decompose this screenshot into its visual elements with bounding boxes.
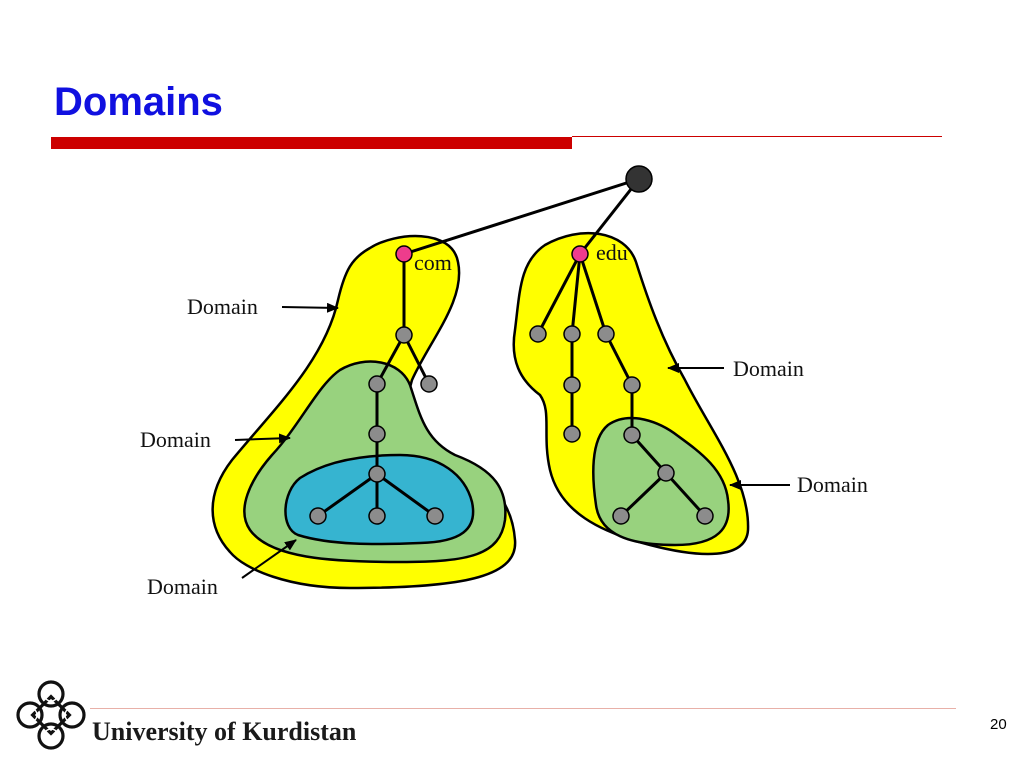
arrow-left-outer	[281, 302, 339, 313]
arrow-left-middle	[234, 433, 291, 444]
tree-node	[368, 465, 386, 483]
tree-node	[563, 325, 581, 343]
tree-node	[623, 426, 641, 444]
tree-node	[529, 325, 547, 343]
slide-title: Domains	[54, 80, 223, 124]
tree-node	[368, 425, 386, 443]
tree-node	[657, 464, 675, 482]
tree-node	[309, 507, 327, 525]
tree-node	[623, 376, 641, 394]
domain-callout-right-inner: Domain	[797, 472, 868, 497]
title-underline-bar	[51, 137, 572, 149]
edu-node	[571, 245, 589, 263]
com-label: com	[414, 250, 452, 275]
footer-organization-name: University of Kurdistan	[92, 717, 357, 746]
footer-divider	[90, 708, 956, 709]
domain-callout-right-outer: Domain	[733, 356, 804, 381]
tree-node	[563, 376, 581, 394]
tree-node	[597, 325, 615, 343]
tree-node	[395, 326, 413, 344]
tree-node	[426, 507, 444, 525]
tree-node	[368, 507, 386, 525]
domain-callout-left-middle: Domain	[140, 427, 211, 452]
root-node	[625, 165, 653, 193]
domain-callout-left-inner: Domain	[147, 574, 218, 599]
callout-arrows	[234, 302, 790, 579]
edu-label: edu	[596, 240, 628, 265]
tree-node	[696, 507, 714, 525]
university-logo-icon	[16, 680, 86, 750]
tree-node	[420, 375, 438, 393]
tree-nodes	[309, 325, 714, 525]
title-underline-rule	[572, 136, 942, 137]
domain-callout-left-outer: Domain	[187, 294, 258, 319]
tree-node	[368, 375, 386, 393]
tree-node	[563, 425, 581, 443]
page-number: 20	[990, 716, 1007, 733]
tree-node	[612, 507, 630, 525]
arrow-left-inner	[241, 539, 297, 579]
com-node	[395, 245, 413, 263]
com-inner-domain-region	[284, 453, 475, 546]
